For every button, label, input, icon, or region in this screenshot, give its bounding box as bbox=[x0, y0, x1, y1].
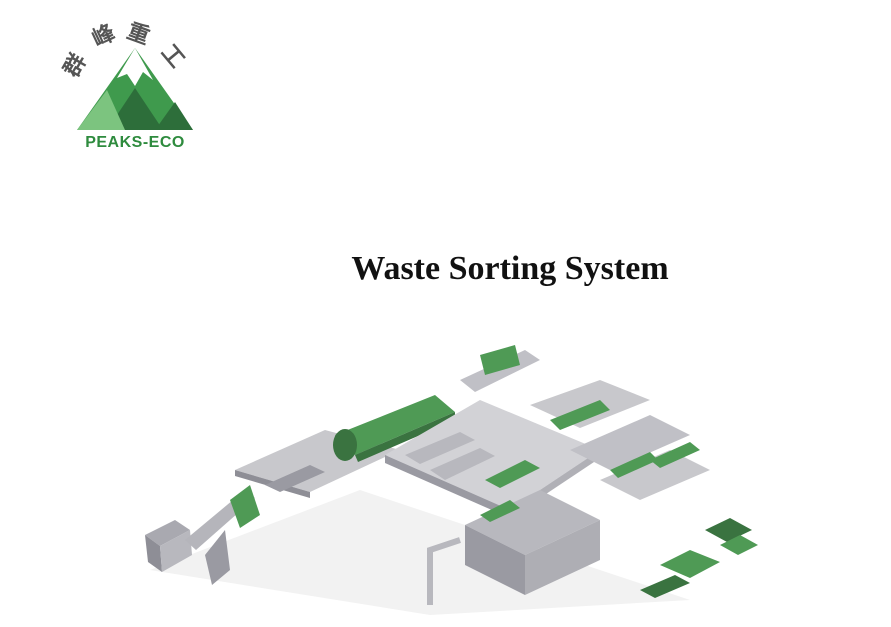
company-logo: 群 峰 重 工 PEAKS-ECO bbox=[55, 10, 215, 160]
trommel-screen bbox=[333, 395, 455, 462]
plant-illustration bbox=[145, 345, 758, 615]
document-title: Waste Sorting System bbox=[351, 250, 669, 287]
brand-name: PEAKS-ECO bbox=[85, 134, 185, 151]
mountain-icon bbox=[77, 48, 193, 130]
feed-hopper bbox=[145, 520, 192, 572]
